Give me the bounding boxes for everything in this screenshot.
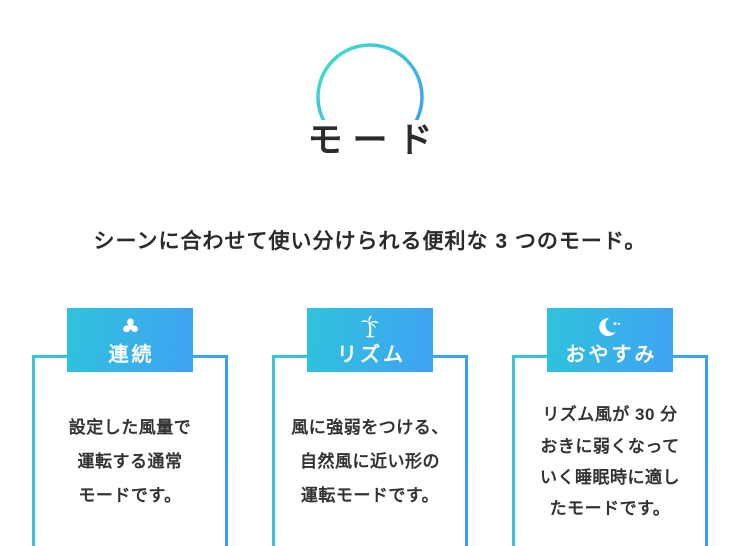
description-line: 自然風に近い形の <box>300 452 440 471</box>
description-line: モードです。 <box>78 486 182 505</box>
page-subtitle: シーンに合わせて使い分けられる便利な 3 つのモード。 <box>93 230 647 253</box>
description-line: 運転モードです。 <box>300 486 440 505</box>
page-title-text: モード <box>287 120 453 162</box>
mode-card-body: リズム風が 30 分 おきに弱くなって いく睡眠時に適し たモードです。 <box>515 358 705 546</box>
mode-badge-rhythm: リズム <box>307 308 433 372</box>
mode-description: リズム風が 30 分 おきに弱くなって いく睡眠時に適し たモードです。 <box>540 399 680 525</box>
mode-badge-continuous: 連続 <box>67 308 193 372</box>
mode-badge-sleep: おやすみ <box>547 308 673 372</box>
hero-section: モード <box>0 42 740 202</box>
mode-cards-row: 連続 設定した風量で 運転する通常 モードです。 <box>0 308 740 546</box>
mode-description: 設定した風量で 運転する通常 モードです。 <box>69 411 192 513</box>
mode-card-continuous: 連続 設定した風量で 運転する通常 モードです。 <box>32 308 228 546</box>
mode-badge-label: おやすみ <box>565 343 658 366</box>
mode-badge-label: 連続 <box>108 343 155 366</box>
description-line: たモードです。 <box>549 499 671 519</box>
fan-icon <box>117 313 144 340</box>
page-title: モード <box>0 120 740 162</box>
description-line: 運転する通常 <box>77 452 183 471</box>
palm-tree-icon <box>357 313 384 340</box>
description-line: リズム風が 30 分 <box>542 405 678 425</box>
mode-badge-label: リズム <box>337 343 406 366</box>
mode-card-body: 風に強弱をつける、 自然風に近い形の 運転モードです。 <box>275 358 465 546</box>
mode-card-rhythm: リズム 風に強弱をつける、 自然風に近い形の 運転モードです。 <box>272 308 468 546</box>
mode-card-sleep: おやすみ リズム風が 30 分 おきに弱くなって いく睡眠時に適し たモードです… <box>512 308 708 546</box>
moon-icon <box>596 312 624 340</box>
description-line: いく睡眠時に適し <box>540 468 680 487</box>
description-line: 設定した風量で <box>68 418 192 437</box>
description-line: 風に強弱をつける、 <box>291 418 449 437</box>
mode-card-body: 設定した風量で 運転する通常 モードです。 <box>35 358 225 546</box>
description-line: おきに弱くなって <box>540 436 680 456</box>
mode-description: 風に強弱をつける、 自然風に近い形の 運転モードです。 <box>291 411 449 513</box>
